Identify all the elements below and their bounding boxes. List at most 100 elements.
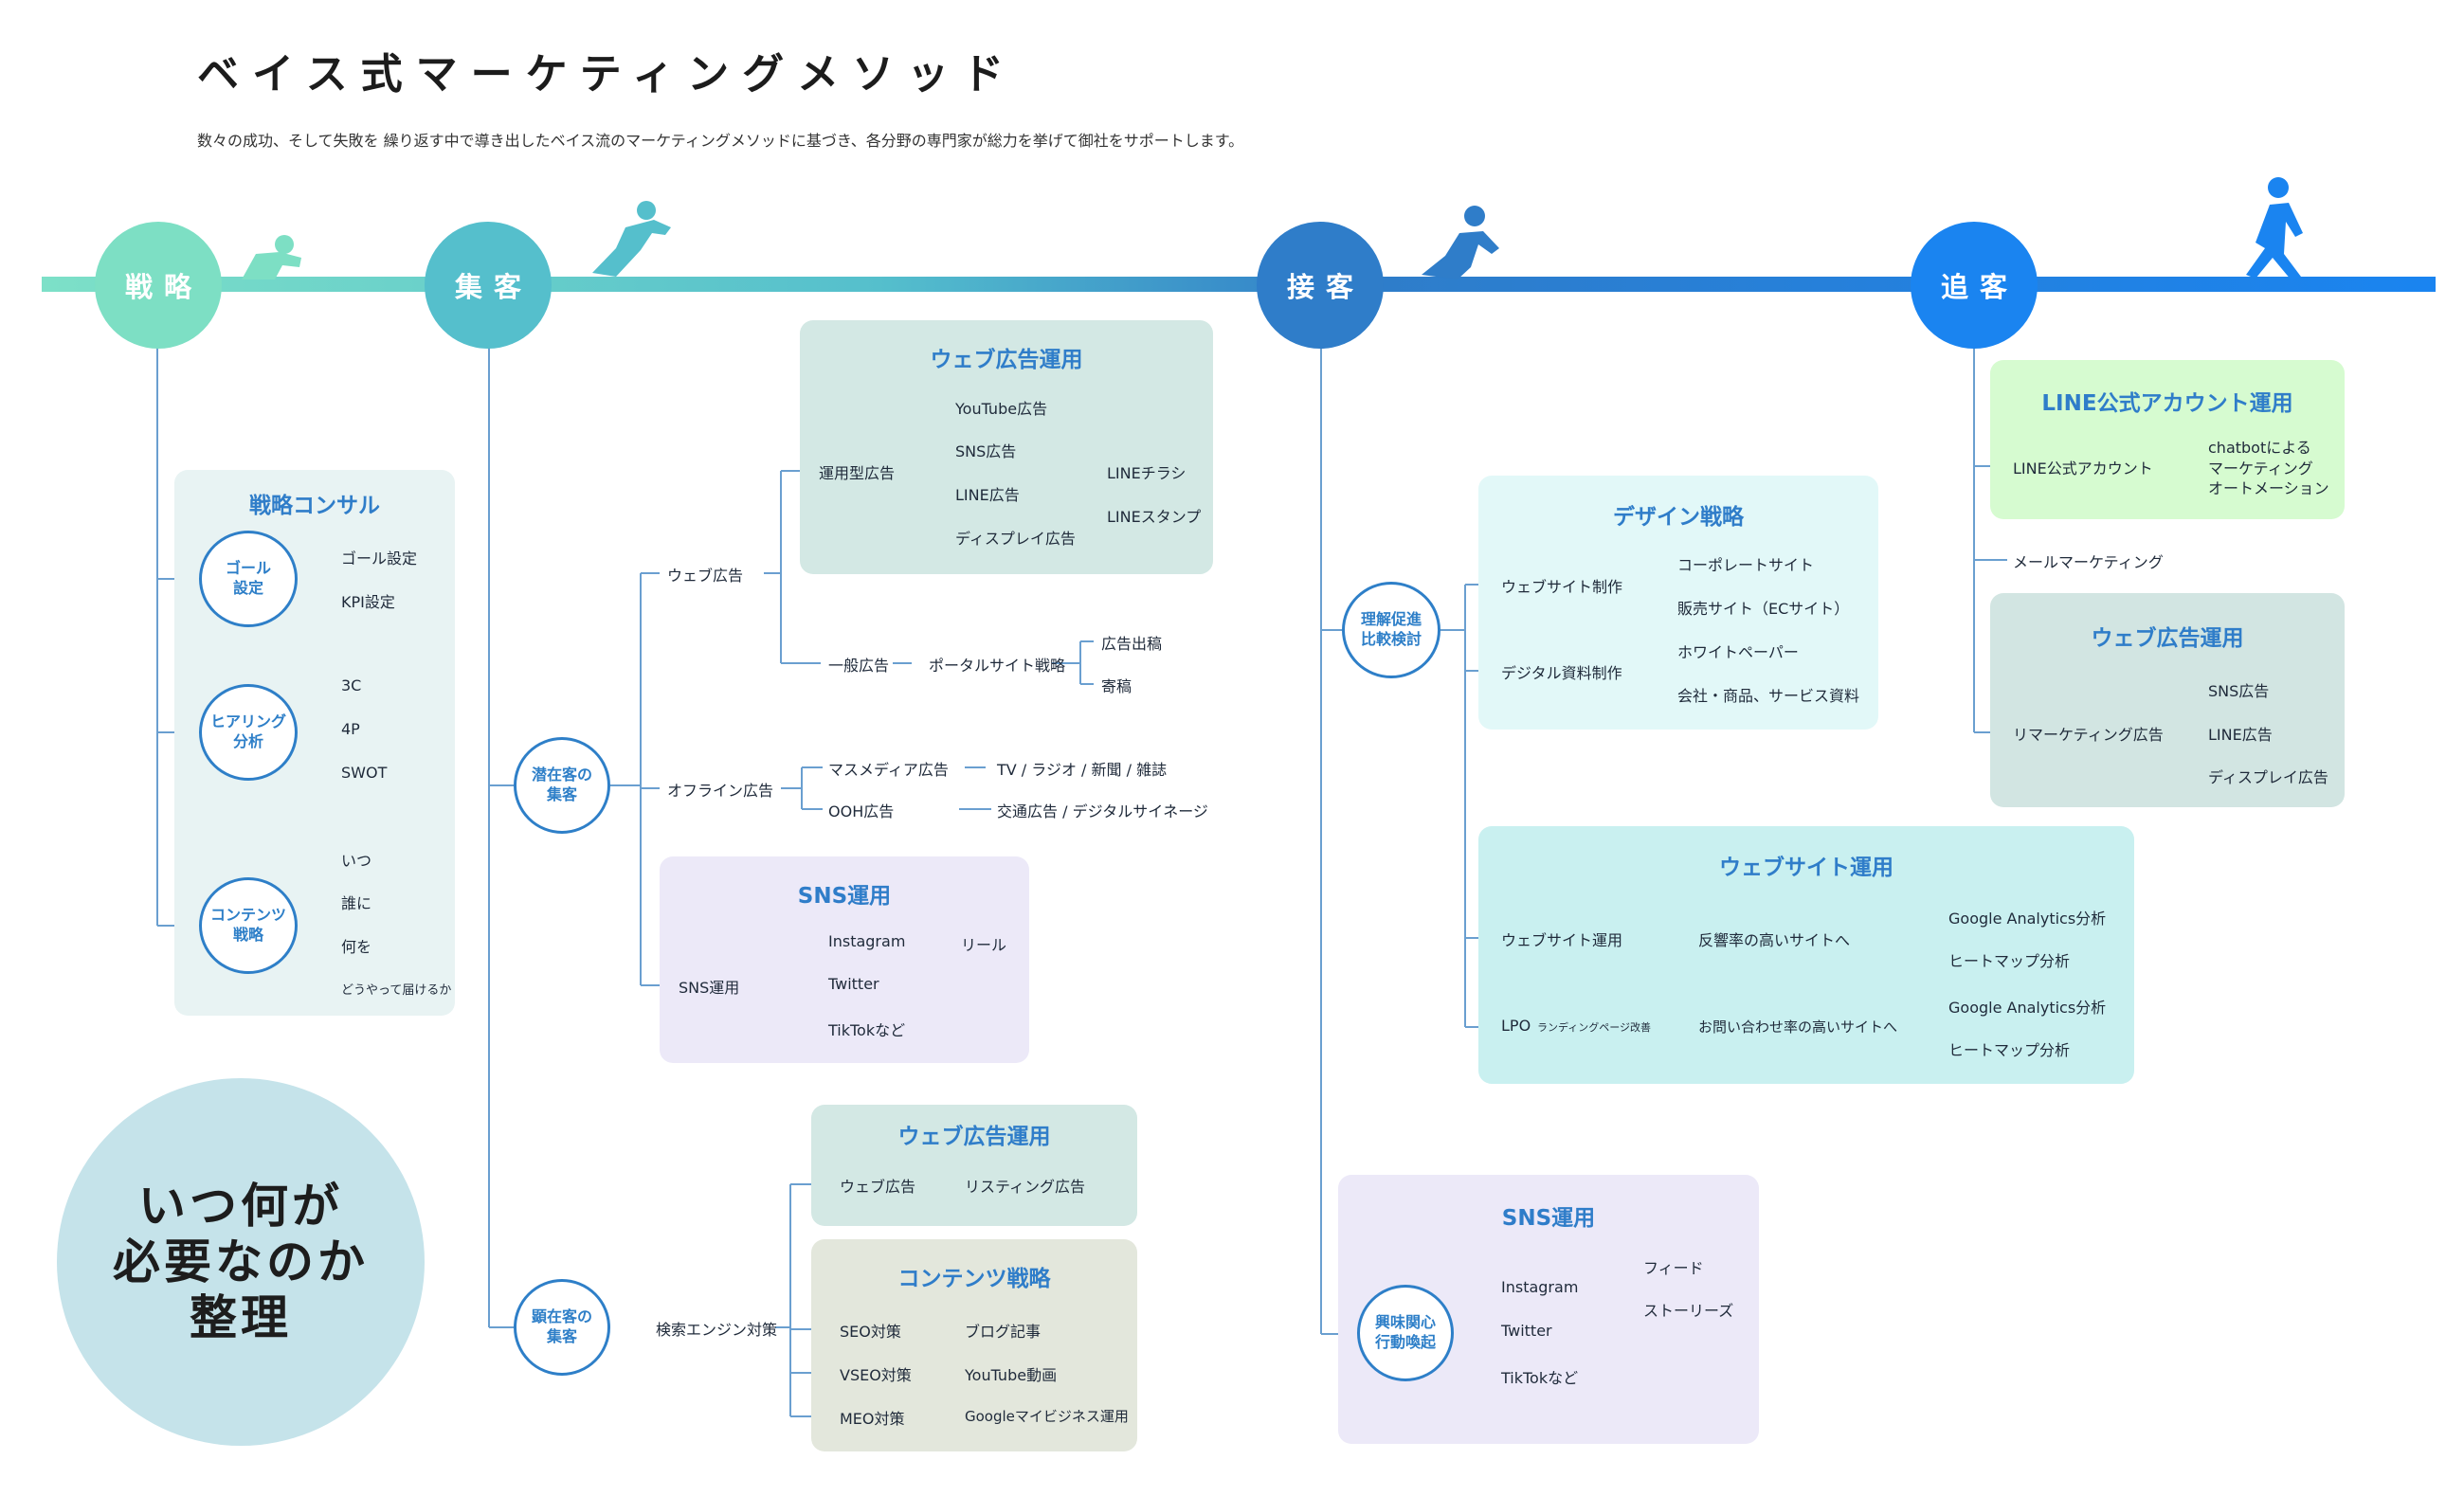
web-operation-detail: 反響率の高いサイトへ (1698, 931, 1851, 949)
runner-sprint-icon (1422, 206, 1499, 279)
runner-crouch-icon (242, 235, 301, 279)
ooh-label: OOH広告 (828, 802, 895, 820)
remarketing-item: LINE広告 (2208, 726, 2273, 744)
seo-detail: Googleマイビジネス運用 (965, 1408, 1129, 1425)
website-operation-box: ウェブサイト運用 (1478, 826, 2134, 1084)
analytics-item: ヒートマップ分析 (1948, 1041, 2071, 1059)
operated-ad-item: YouTube広告 (955, 400, 1048, 418)
web-production-label: ウェブサイト制作 (1501, 578, 1623, 596)
hearing-item: 4P (341, 720, 360, 738)
chatbot-label: chatbotによるマーケティングオートメーション (2208, 439, 2329, 498)
offline-ad-label: オフライン広告 (667, 782, 774, 800)
node-interest: 興味関心行動喚起 (1357, 1285, 1454, 1381)
sns-item: Instagram (828, 932, 906, 950)
sns-operation-box: SNS運用 (660, 856, 1029, 1063)
portal-label: ポータルサイト戦略 (929, 657, 1066, 675)
page-title: ベイス式マーケティングメソッド (197, 50, 1018, 99)
timeline-bar (42, 277, 2436, 292)
web-ad-operation-title: ウェブ広告運用 (930, 348, 1083, 372)
doc-production-item: 会社・商品、サービス資料 (1677, 687, 1860, 705)
operated-ad-item: ディスプレイ広告 (955, 530, 1076, 548)
analytics-item: ヒートマップ分析 (1948, 952, 2071, 970)
content-item: 誰に (341, 894, 372, 912)
goal-item: ゴール設定 (341, 550, 418, 568)
page-subtitle: 数々の成功、そして失敗を 繰り返す中で導き出したベイス流のマーケティングメソッド… (197, 132, 1244, 150)
analytics-item: Google Analytics分析 (1948, 999, 2107, 1017)
doc-production-label: デジタル資料制作 (1501, 664, 1622, 682)
mass-media-detail: TV / ラジオ / 新聞 / 雑誌 (997, 761, 1168, 779)
node-hearing-analysis: ヒアリング分析 (199, 684, 298, 781)
seo-detail: ブログ記事 (965, 1323, 1042, 1341)
web-operation-label: ウェブサイト運用 (1501, 931, 1623, 949)
design-strategy-title: デザイン戦略 (1613, 505, 1744, 530)
runner-start-icon (592, 201, 671, 277)
operated-ad-item: SNS広告 (955, 442, 1017, 460)
doc-production-item: ホワイトペーパー (1677, 643, 1799, 661)
seo-item: MEO対策 (840, 1410, 905, 1428)
instagram-item: フィード (1643, 1259, 1704, 1277)
listing-ad-label: リスティング広告 (965, 1178, 1086, 1196)
content-strategy-box: コンテンツ戦略 (811, 1239, 1137, 1451)
sns-item: TikTokなど (1501, 1369, 1579, 1387)
sns-item: TikTokなど (828, 1021, 906, 1039)
web-ad-operation3-box: ウェブ広告運用 (1990, 593, 2345, 807)
node-goal-setting: ゴール設定 (199, 531, 298, 627)
line-account-label: LINE公式アカウント (2013, 460, 2153, 478)
content-item: どうやって届けるか (341, 983, 452, 998)
node-potential-customers: 潜在客の集客 (514, 737, 610, 834)
stage-acquisition: 集客 (425, 222, 552, 349)
web-ad-label: ウェブ広告 (667, 567, 744, 585)
analytics-item: Google Analytics分析 (1948, 910, 2107, 928)
content-item: いつ (341, 852, 372, 870)
web-ad-operation2-title: ウェブ広告運用 (897, 1125, 1051, 1149)
mail-marketing-label: メールマーケティング (2013, 553, 2164, 571)
website-operation-title: ウェブサイト運用 (1719, 856, 1893, 880)
sns-operation-title: SNS運用 (797, 884, 892, 909)
instagram-item: ストーリーズ (1643, 1302, 1734, 1320)
strategy-consult-title: 戦略コンサル (249, 494, 380, 518)
sns-item: Twitter (1501, 1322, 1552, 1340)
mass-media-label: マスメディア広告 (828, 761, 949, 779)
seo-detail: YouTube動画 (965, 1366, 1058, 1384)
seo-item: SEO対策 (840, 1323, 901, 1341)
line-account-title: LINE公式アカウント運用 (2041, 391, 2293, 416)
line-ad-item: LINEチラシ (1107, 464, 1187, 482)
stage-followup: 追客 (1911, 222, 2038, 349)
hearing-item: SWOT (341, 764, 388, 782)
line-ad-item: LINEスタンプ (1107, 508, 1202, 526)
operated-ad-item: LINE広告 (955, 486, 1020, 504)
reel-label: リール (961, 936, 1007, 954)
node-understanding: 理解促進比較検討 (1342, 582, 1440, 678)
remarketing-label: リマーケティング広告 (2013, 726, 2164, 744)
remarketing-item: SNS広告 (2208, 682, 2270, 700)
search-engine-label: 検索エンジン対策 (656, 1321, 778, 1339)
lpo-label: LPO (1501, 1017, 1531, 1035)
design-strategy-box: デザイン戦略 (1478, 476, 1878, 730)
portal-item: 広告出稿 (1101, 635, 1163, 653)
sns-operation2-title: SNS運用 (1501, 1206, 1596, 1231)
hearing-item: 3C (341, 676, 362, 694)
portal-item: 寄稿 (1101, 677, 1132, 695)
sns-label: SNS運用 (679, 979, 740, 997)
seo-item: VSEO対策 (840, 1366, 912, 1384)
runner-jog-icon (2246, 177, 2303, 280)
operated-ad-label: 運用型広告 (819, 464, 896, 482)
sns-item: Instagram (1501, 1278, 1579, 1296)
node-content-strategy: コンテンツ戦略 (199, 877, 298, 974)
stage-strategy: 戦略 (95, 222, 222, 349)
web-production-item: 販売サイト（ECサイト） (1677, 600, 1850, 618)
web-ad2-label: ウェブ広告 (840, 1178, 916, 1196)
lpo-note: ランディングページ改善 (1537, 1021, 1652, 1034)
summary-note: いつ何が必要なのか整理 (57, 1078, 425, 1446)
sns-item: Twitter (828, 975, 879, 993)
remarketing-item: ディスプレイ広告 (2208, 768, 2328, 786)
web-ad-operation3-title: ウェブ広告運用 (2091, 626, 2244, 651)
content-strategy-title: コンテンツ戦略 (897, 1267, 1051, 1291)
general-ad-label: 一般広告 (828, 657, 890, 675)
stage-service: 接客 (1257, 222, 1384, 349)
goal-item: KPI設定 (341, 593, 395, 611)
ooh-detail: 交通広告 / デジタルサイネージ (997, 802, 1208, 820)
web-production-item: コーポレートサイト (1677, 556, 1815, 574)
web-ad-operation2-box: ウェブ広告運用 (811, 1105, 1137, 1226)
lpo-detail: お問い合わせ率の高いサイトへ (1698, 1018, 1898, 1036)
